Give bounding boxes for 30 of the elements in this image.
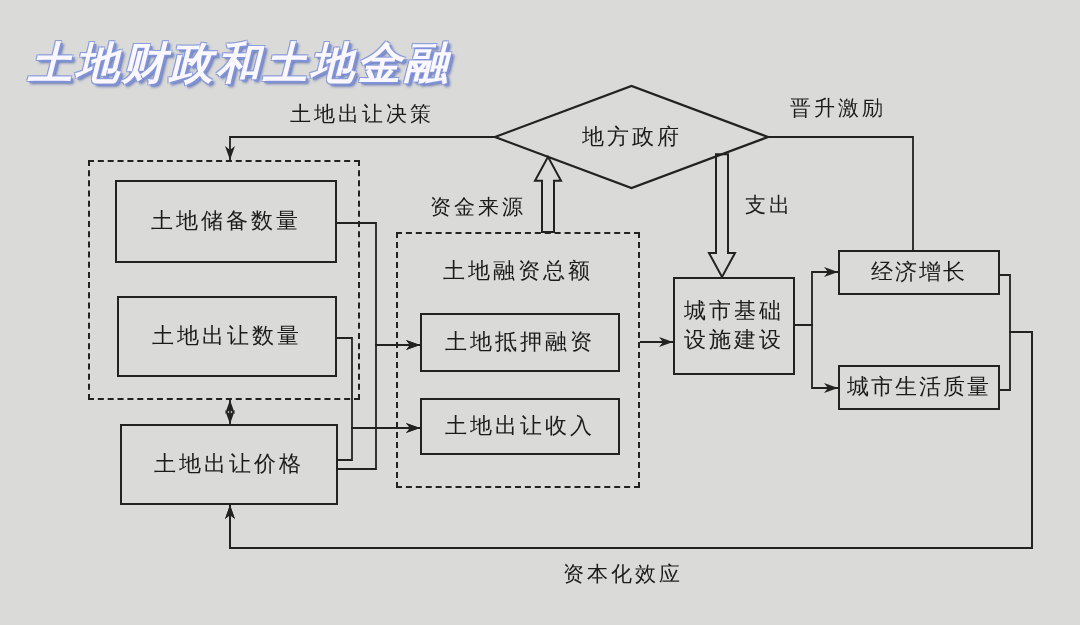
- box-label: 土地出让数量: [151, 322, 303, 351]
- diamond-label: 地方政府: [580, 122, 683, 151]
- arrow: [225, 136, 496, 161]
- dashed-group: [396, 232, 640, 488]
- process-box: [115, 180, 337, 263]
- hollow-arrow: [533, 154, 563, 233]
- box-label: 城市生活质量: [846, 373, 992, 402]
- process-box: [420, 398, 620, 455]
- process-box: [673, 277, 795, 375]
- arrow: [225, 331, 1033, 549]
- arrow: [225, 399, 235, 425]
- process-box: [838, 250, 1000, 295]
- arrow: [639, 337, 674, 347]
- box-label: 土地储备数量: [150, 207, 302, 236]
- box-label: 城市基础设施建设: [683, 297, 785, 354]
- box-label: 土地出让价格: [153, 450, 305, 479]
- connector-line: [767, 136, 914, 251]
- process-box: [120, 424, 338, 505]
- title-text: 土地财政和土地金融: [28, 36, 451, 90]
- hollow-arrow: [707, 153, 737, 280]
- process-box: [117, 296, 337, 377]
- arrow: [794, 324, 839, 393]
- process-box: [420, 313, 620, 372]
- box-label: 经济增长: [870, 258, 968, 287]
- group-heading: 土地融资总额: [443, 258, 593, 285]
- dashed-group: [88, 160, 360, 400]
- process-box: [838, 365, 1000, 410]
- box-label: 土地抵押融资: [444, 328, 596, 357]
- decision-diamond: [495, 86, 768, 188]
- box-label: 土地出让收入: [444, 412, 596, 441]
